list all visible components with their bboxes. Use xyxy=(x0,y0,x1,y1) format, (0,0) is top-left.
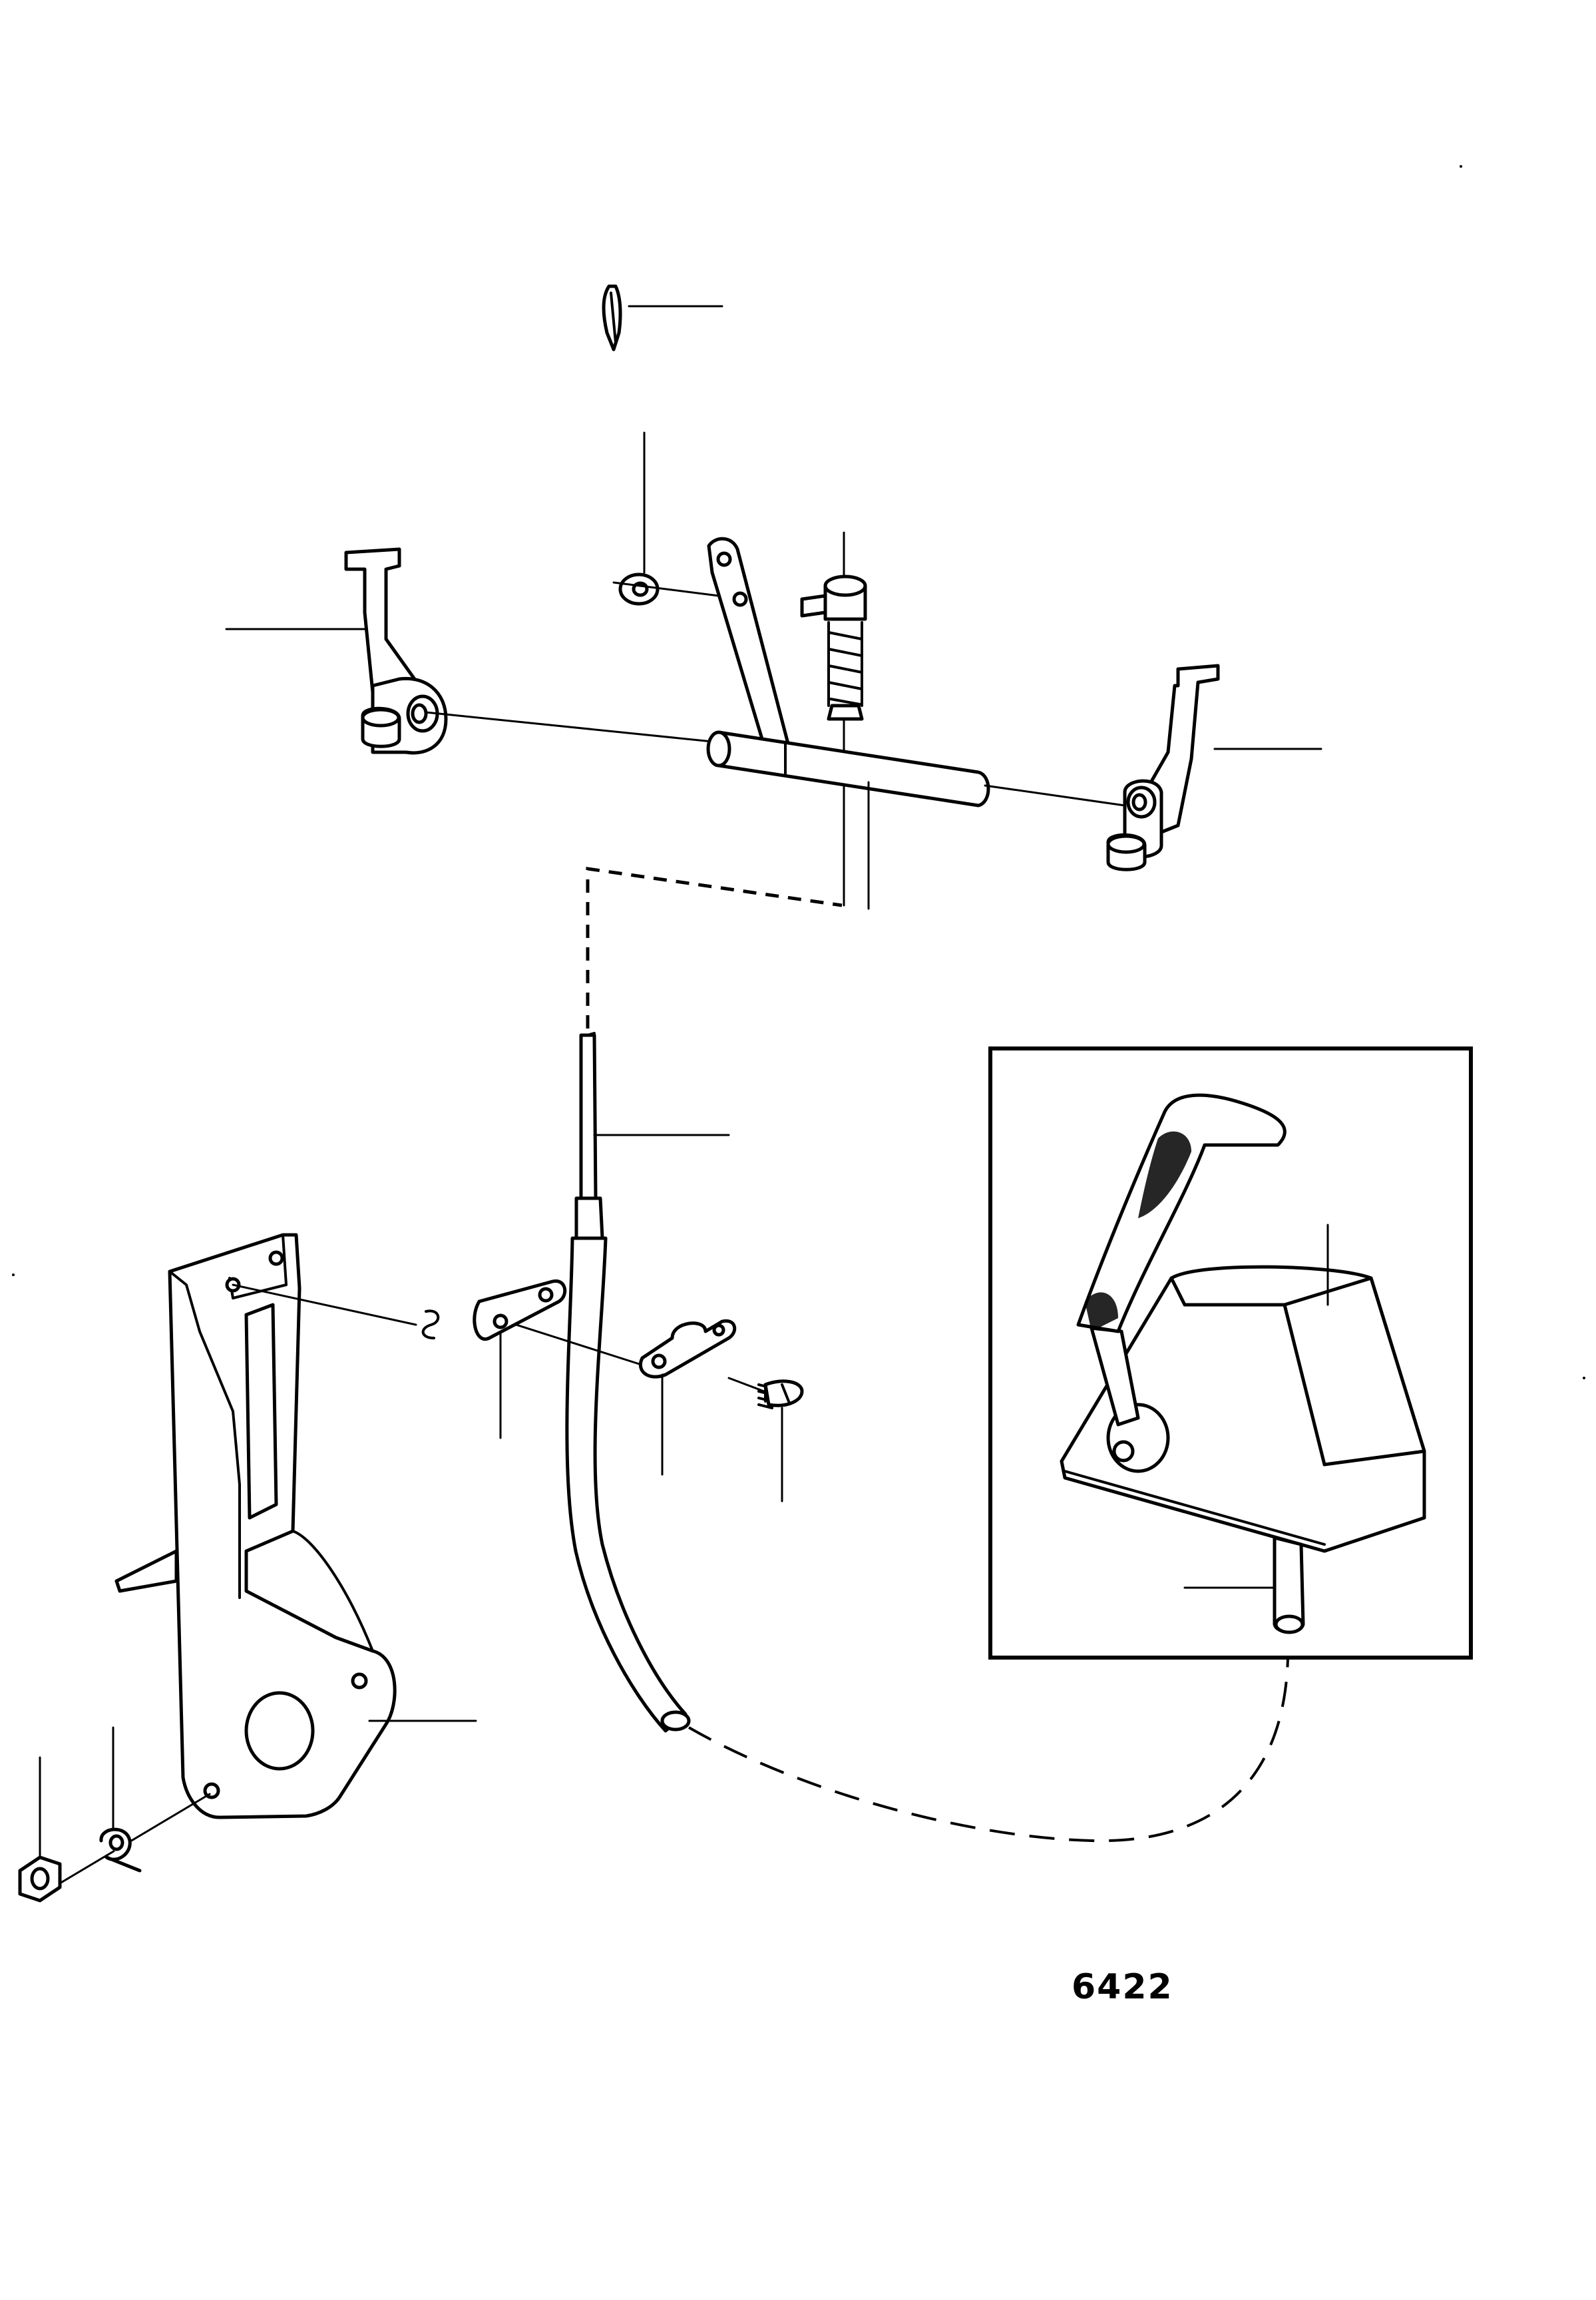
bracket-screw-line xyxy=(232,1283,417,1326)
screw-axis-line xyxy=(727,1377,765,1393)
cable-clamp xyxy=(639,1319,737,1379)
mounting-bracket xyxy=(114,1233,397,1819)
clamp-plate xyxy=(473,1279,567,1341)
clamp-plate-axis-line xyxy=(504,1320,664,1373)
screw xyxy=(757,1379,804,1409)
cable-route-lower xyxy=(688,1657,1289,1843)
figure-number: 6422 xyxy=(1072,1967,1173,2007)
right-lever-axis-line xyxy=(984,784,1126,807)
scan-speck-right xyxy=(1583,1377,1585,1379)
right-lever xyxy=(1106,664,1220,871)
cross-shaft xyxy=(706,730,990,807)
remote-control-unit xyxy=(1060,1093,1426,1634)
nut xyxy=(18,1855,62,1903)
scan-speck-top xyxy=(1460,165,1462,168)
spring-rod-end xyxy=(800,575,867,721)
washer xyxy=(618,573,660,606)
spring-clip xyxy=(421,1309,440,1339)
control-cable xyxy=(565,1032,691,1733)
scan-speck-left xyxy=(12,1273,15,1276)
lock-washer xyxy=(99,1827,142,1873)
left-lever xyxy=(344,547,448,755)
cotter-pin xyxy=(602,284,622,351)
cable-route-upper xyxy=(586,867,843,1029)
washer-axis-line xyxy=(612,581,720,597)
left-lever-axis-line xyxy=(425,711,720,744)
